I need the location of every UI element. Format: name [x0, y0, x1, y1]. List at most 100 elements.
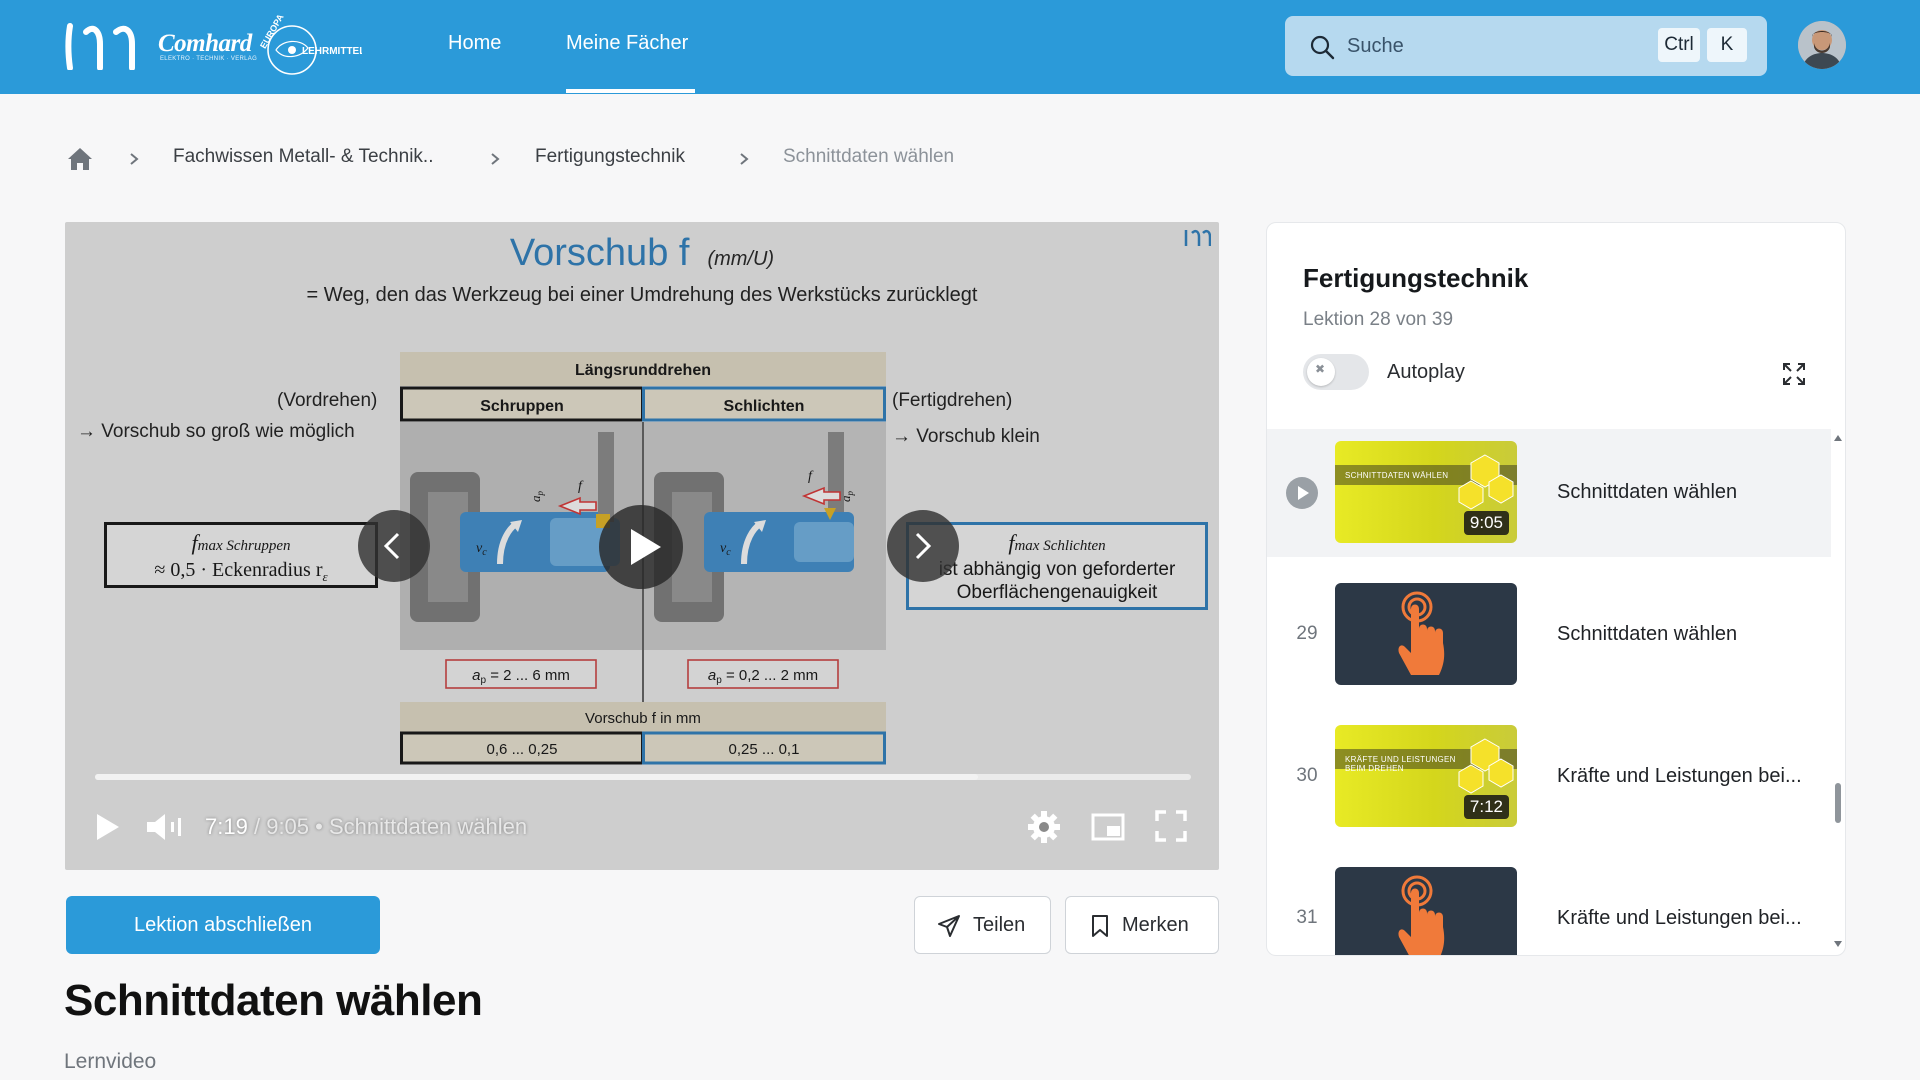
- tap-hand-icon: [1398, 875, 1445, 955]
- vorschub-right: 0,25 ... 0,1: [729, 741, 800, 758]
- hexagon-pattern-icon: [1458, 738, 1514, 794]
- lesson-number: 31: [1296, 907, 1318, 928]
- scroll-down-icon[interactable]: [1833, 939, 1843, 949]
- lesson-item-title: Kräfte und Leistungen bei...: [1557, 907, 1802, 929]
- comhard-logo-tagline: ELEKTRO · TECHNIK · VERLAG: [160, 56, 258, 62]
- search-box[interactable]: Ctrl K: [1285, 16, 1767, 76]
- lesson-thumbnail: [1335, 867, 1517, 955]
- video-time-display: 7:19 / 9:05 • Schnittdaten wählen: [205, 814, 527, 840]
- share-button[interactable]: Teilen: [914, 896, 1051, 954]
- video-progress-bar[interactable]: [95, 774, 1191, 780]
- lesson-progress-text: Lektion 28 von 39: [1303, 309, 1454, 330]
- formula-schruppen: fmax Schruppen ≈ 0,5 · Eckenradius rε: [104, 522, 378, 588]
- lesson-thumbnail: [1335, 583, 1517, 685]
- play-icon[interactable]: [93, 810, 121, 844]
- breadcrumb-item[interactable]: Fertigungstechnik: [535, 146, 685, 167]
- lesson-item[interactable]: 31 Kräfte und Leistungen bei...: [1267, 855, 1831, 955]
- next-slide-button[interactable]: [887, 510, 959, 582]
- bookmark-button-label: Merken: [1122, 914, 1189, 936]
- expand-icon[interactable]: [1781, 361, 1807, 387]
- formula-symbol: f: [1008, 530, 1015, 555]
- user-avatar[interactable]: [1798, 21, 1846, 69]
- lesson-duration: 9:05: [1463, 511, 1509, 535]
- lesson-number: 30: [1296, 765, 1318, 786]
- home-icon[interactable]: [66, 146, 94, 172]
- nav-active-indicator: [566, 89, 695, 93]
- play-icon: [1298, 486, 1309, 500]
- lesson-type: Lernvideo: [64, 1050, 157, 1073]
- chevron-right-icon: [491, 153, 500, 165]
- lesson-list: SCHNITTDATEN WÄHLEN 9:05 Schnittdaten wä…: [1267, 429, 1831, 955]
- sidebar-scrollbar-thumb[interactable]: [1835, 783, 1841, 823]
- breadcrumb-item[interactable]: Fachwissen Metall- & Technik..: [173, 146, 434, 167]
- share-button-label: Teilen: [973, 914, 1026, 936]
- close-icon: ✖: [1315, 362, 1326, 376]
- chevron-left-icon: [383, 532, 400, 560]
- course-sidebar: Fertigungstechnik Lektion 28 von 39 ✖ Au…: [1266, 222, 1846, 956]
- thumbnail-caption: KRÄFTE UND LEISTUNGEN BEIM DREHEN: [1345, 755, 1456, 773]
- user-avatar-icon: [1798, 21, 1846, 69]
- volume-icon[interactable]: [145, 812, 187, 842]
- label-fertigdrehen: (Fertigdrehen): [892, 390, 1013, 411]
- thumbnail-caption: SCHNITTDATEN WÄHLEN: [1345, 471, 1449, 480]
- lesson-item[interactable]: 30 KRÄFTE UND LEISTUNGEN BEIM DREHEN 7:1…: [1267, 713, 1831, 841]
- lesson-thumbnail: SCHNITTDATEN WÄHLEN 9:05: [1335, 441, 1517, 543]
- ap-range-right: ap = 0,2 ... 2 mm: [708, 667, 818, 686]
- formula-subscript: max Schruppen: [197, 538, 291, 554]
- slide-title-unit: (mm/U): [707, 248, 775, 270]
- video-player[interactable]: Vorschub f(mm/U) = Weg, den das Werkzeug…: [65, 222, 1219, 870]
- complete-lesson-button[interactable]: Lektion abschließen: [66, 896, 380, 954]
- scroll-up-icon[interactable]: [1833, 433, 1843, 443]
- lesson-playing-indicator: [1286, 477, 1318, 509]
- autoplay-toggle[interactable]: ✖: [1303, 354, 1369, 390]
- bookmark-button[interactable]: Merken: [1065, 896, 1219, 954]
- brand-logo-icon[interactable]: [64, 22, 140, 70]
- top-navigation-bar: Comhard ELEKTRO · TECHNIK · VERLAG EUROP…: [0, 0, 1920, 94]
- label-vorschub-gross: → Vorschub so groß wie möglich: [77, 421, 355, 442]
- autoplay-label: Autoplay: [1387, 361, 1465, 383]
- previous-slide-button[interactable]: [358, 510, 430, 582]
- formula-subscript: max Schlichten: [1014, 538, 1106, 554]
- lehrmittel-logo-text: LEHRMITTEL: [302, 46, 362, 57]
- vc-label-left: vc: [476, 541, 487, 558]
- formula-subscript: ε: [322, 569, 328, 584]
- search-input[interactable]: [1347, 30, 1647, 62]
- lesson-item-title: Schnittdaten wählen: [1557, 623, 1738, 645]
- lesson-item-title: Kräfte und Leistungen bei...: [1557, 765, 1802, 787]
- label-vordrehen: (Vordrehen): [277, 390, 378, 411]
- total-duration: 9:05: [266, 814, 310, 839]
- search-icon: [1310, 35, 1335, 60]
- shortcut-ctrl-key: Ctrl: [1658, 28, 1700, 62]
- send-icon: [938, 915, 960, 937]
- autoplay-toggle-knob: [1307, 358, 1335, 386]
- course-title: Fertigungstechnik: [1303, 263, 1529, 293]
- lesson-title: Schnittdaten wählen: [64, 976, 483, 1025]
- fullscreen-icon[interactable]: [1155, 810, 1187, 842]
- nav-home[interactable]: Home: [448, 32, 502, 54]
- lesson-item-active[interactable]: SCHNITTDATEN WÄHLEN 9:05 Schnittdaten wä…: [1267, 429, 1831, 557]
- slide-brand-icon: [1184, 229, 1211, 246]
- diagram-header: Längsrunddrehen: [575, 362, 711, 379]
- column-schlichten: Schlichten: [724, 398, 805, 415]
- lesson-thumbnail: KRÄFTE UND LEISTUNGEN BEIM DREHEN 7:12: [1335, 725, 1517, 827]
- slide-title-text: Vorschub f: [509, 232, 690, 274]
- ap-tool-right: ap: [838, 491, 855, 503]
- picture-in-picture-icon[interactable]: [1091, 812, 1125, 842]
- vc-label-right: vc: [720, 541, 731, 558]
- lesson-item[interactable]: 29 Schnittdaten wählen: [1267, 571, 1831, 699]
- turning-diagram: Längsrunddrehen Schruppen Schlichten vc: [400, 352, 886, 765]
- label-vorschub-klein: → Vorschub klein: [892, 426, 1040, 447]
- play-icon: [631, 529, 661, 565]
- ap-tool-left: ap: [528, 491, 545, 503]
- slide-title: Vorschub f (mm/U): [65, 232, 1219, 275]
- center-play-button[interactable]: [599, 505, 683, 589]
- video-title-overlay: Schnittdaten wählen: [328, 814, 528, 839]
- f-label-left: f: [578, 479, 584, 494]
- ap-range-left: ap = 2 ... 6 mm: [472, 667, 570, 686]
- video-progress-fill: [95, 774, 979, 780]
- settings-gear-icon[interactable]: [1027, 810, 1061, 844]
- nav-meine-faecher[interactable]: Meine Fächer: [566, 32, 689, 54]
- breadcrumb-current: Schnittdaten wählen: [783, 146, 955, 167]
- hexagon-pattern-icon: [1458, 454, 1514, 510]
- lesson-duration: 7:12: [1463, 795, 1509, 819]
